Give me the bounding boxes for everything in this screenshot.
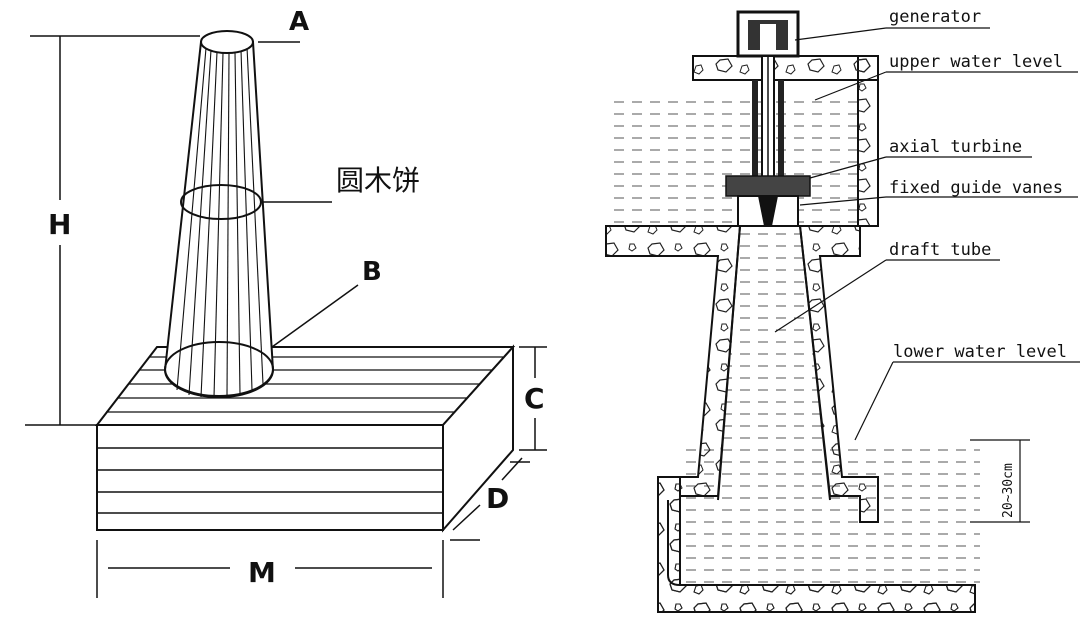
- top-slab: [692, 55, 879, 81]
- dimension-lines: [25, 35, 547, 598]
- generator: [736, 10, 800, 58]
- upper-water: [606, 92, 858, 226]
- draft-tube-water: [718, 226, 830, 500]
- label-wood-cake: 圆木饼: [336, 164, 420, 197]
- cone-base-ellipse: [164, 341, 274, 397]
- label-depth: 20~30cm: [1001, 463, 1016, 518]
- label-B: B: [362, 257, 382, 287]
- label-C: C: [524, 382, 545, 415]
- block-front-grain: [97, 447, 443, 514]
- block-side-face: [442, 344, 514, 533]
- block-front-face: [96, 424, 444, 531]
- label-axial-turbine: axial turbine: [889, 137, 1022, 157]
- label-fixed-guide-vanes: fixed guide vanes: [889, 178, 1063, 198]
- block-top-face: [94, 346, 516, 426]
- label-H: H: [48, 208, 71, 241]
- leader-lines: [774, 27, 1080, 523]
- label-draft-tube: draft tube: [889, 240, 991, 260]
- label-D: D: [486, 482, 509, 515]
- cone-top-ellipse: [200, 30, 254, 54]
- wood-cake-ellipse: [180, 184, 262, 220]
- draft-tube-walls: [667, 225, 860, 586]
- label-A: A: [289, 7, 309, 37]
- label-M: M: [248, 556, 276, 589]
- axial-turbine: [725, 175, 811, 227]
- label-lower-water-level: lower water level: [893, 342, 1067, 362]
- label-generator: generator: [889, 7, 981, 27]
- left-figure: A H 圆木饼 B C D M: [25, 7, 547, 598]
- right-figure: generator upper water level axial turbin…: [605, 7, 1080, 613]
- wooden-cone: [163, 30, 275, 398]
- label-upper-water-level: upper water level: [889, 52, 1063, 72]
